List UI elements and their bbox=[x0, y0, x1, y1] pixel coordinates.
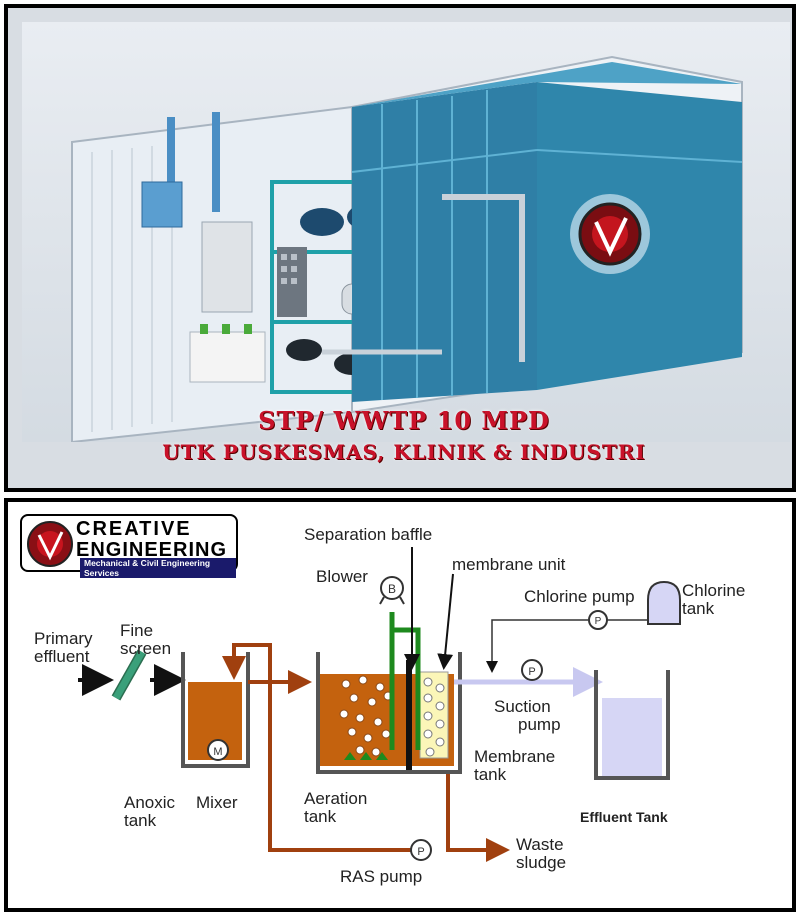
chlorine-dosing-line bbox=[486, 619, 588, 673]
label-chlorine-tank-line1: Chlorine bbox=[682, 581, 746, 600]
chlorine-pump-icon bbox=[588, 610, 608, 630]
chemical-tank bbox=[189, 331, 266, 383]
company-logo-emblem bbox=[570, 194, 650, 274]
label-effluent-tank: Effluent Tank bbox=[580, 809, 668, 825]
label-blower: Blower bbox=[316, 567, 368, 586]
label-chlorine-tank: Chlorine tank bbox=[682, 582, 745, 618]
waste-sludge-pipe bbox=[446, 772, 510, 862]
label-waste-sludge-line2: sludge bbox=[516, 853, 567, 872]
label-membrane-tank-line2: tank bbox=[474, 765, 507, 784]
blower-symbol: B bbox=[388, 582, 396, 596]
label-membrane-tank-line1: Membrane bbox=[474, 747, 556, 766]
label-primary-effluent-line2: effluent bbox=[34, 647, 90, 666]
pipe bbox=[442, 194, 525, 362]
logo-tagline: Mechanical & Civil Engineering Services bbox=[80, 558, 236, 578]
stp-render-panel: STP/ WWTP 10 MPD UTK PUSKESMAS, KLINIK &… bbox=[4, 4, 796, 492]
label-mixer: Mixer bbox=[196, 793, 238, 812]
logo-line-creative: CREATIVE bbox=[76, 518, 192, 540]
frame-post bbox=[212, 112, 220, 212]
label-suction-pump-line2: pump bbox=[518, 715, 561, 734]
label-waste-sludge: Waste sludge bbox=[516, 836, 566, 872]
mixer-icon bbox=[207, 739, 229, 761]
pump-motor bbox=[286, 339, 322, 361]
suction-pump-icon bbox=[521, 659, 543, 681]
logo-line-engineering: ENGINEERING bbox=[76, 539, 228, 561]
treatment-tank-top bbox=[352, 62, 742, 107]
label-fine-screen: Fine screen bbox=[120, 622, 171, 658]
process-flow-diagram: M P bbox=[78, 547, 681, 862]
electrical-box bbox=[201, 221, 253, 313]
label-ras-pump: RAS pump bbox=[340, 867, 423, 886]
label-anoxic-tank: Anoxic tank bbox=[124, 794, 175, 830]
chlorine-pump-symbol: P bbox=[595, 616, 602, 627]
label-separation-baffle: Separation baffle bbox=[304, 525, 433, 544]
effluent-tank bbox=[594, 670, 670, 780]
blower-icon bbox=[380, 576, 404, 600]
treatment-tank-front bbox=[352, 82, 537, 402]
container-render-image bbox=[22, 22, 790, 444]
separation-baffle bbox=[406, 660, 412, 770]
label-membrane-unit: membrane unit bbox=[452, 555, 566, 574]
logo-emblem-icon bbox=[27, 521, 73, 567]
label-chlorine-pump: Chlorine pump bbox=[524, 587, 635, 606]
label-aeration-tank: Aeration tank bbox=[304, 790, 367, 826]
air-diffusers bbox=[344, 752, 388, 760]
aeration-membrane-tank bbox=[316, 652, 462, 774]
membrane-pointer bbox=[437, 573, 454, 670]
label-chlorine-tank-line2: tank bbox=[682, 599, 715, 618]
ras-return-pipe bbox=[232, 643, 418, 852]
label-anoxic-tank-line1: Anoxic bbox=[124, 793, 176, 812]
label-waste-sludge-line1: Waste bbox=[516, 835, 564, 854]
blower-motor bbox=[300, 208, 344, 236]
label-anoxic-tank-line2: tank bbox=[124, 811, 157, 830]
label-aeration-tank-line1: Aeration bbox=[304, 789, 368, 808]
chlorine-tank-shape bbox=[647, 580, 681, 625]
label-primary-effluent: Primary effluent bbox=[34, 630, 93, 666]
membrane-air-pipe bbox=[392, 627, 421, 750]
anoxic-tank bbox=[181, 652, 250, 768]
suction-pump-symbol: P bbox=[528, 666, 535, 678]
label-suction-pump: Suction pump bbox=[494, 698, 561, 734]
effluent-tank-water bbox=[602, 698, 662, 776]
company-logo: CREATIVE ENGINEERING Mechanical & Civil … bbox=[20, 514, 238, 578]
control-panel bbox=[141, 181, 183, 228]
label-fine-screen-line1: Fine bbox=[120, 621, 154, 640]
mixer-symbol: M bbox=[213, 746, 222, 758]
label-aeration-tank-line2: tank bbox=[304, 807, 337, 826]
ras-pump-symbol: P bbox=[417, 846, 424, 858]
label-fine-screen-line2: screen bbox=[120, 639, 172, 658]
product-subtitle: UTK PUSKESMAS, KLINIK & INDUSTRI bbox=[162, 440, 646, 464]
label-suction-pump-line1: Suction bbox=[494, 697, 551, 716]
container-illustration bbox=[71, 55, 743, 444]
product-title: STP/ WWTP 10 MPD bbox=[258, 406, 550, 435]
label-primary-effluent-line1: Primary bbox=[34, 629, 93, 648]
frame-post bbox=[167, 117, 175, 217]
label-membrane-tank: Membrane tank bbox=[474, 748, 555, 784]
ras-pump-icon bbox=[410, 839, 432, 861]
process-diagram-panel: CREATIVE ENGINEERING Mechanical & Civil … bbox=[4, 498, 796, 912]
